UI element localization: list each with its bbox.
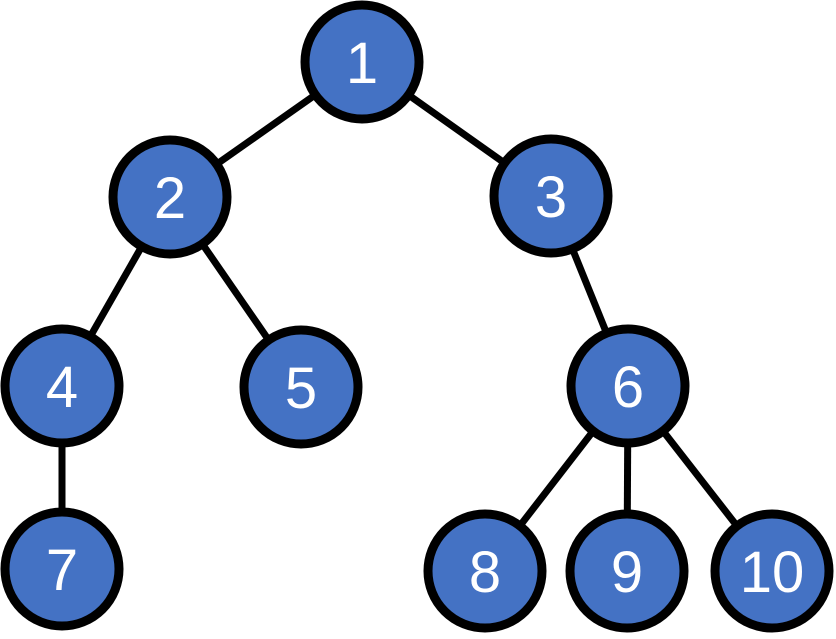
tree-node-4[interactable]: 4: [0, 324, 124, 448]
tree-node-circle-6[interactable]: [566, 324, 690, 448]
tree-node-8[interactable]: 8: [423, 509, 547, 633]
tree-node-1[interactable]: 1: [300, 0, 424, 124]
tree-node-circle-2[interactable]: [108, 135, 232, 259]
tree-node-9[interactable]: 9: [565, 509, 689, 633]
tree-node-6[interactable]: 6: [566, 324, 690, 448]
tree-node-circle-5[interactable]: [239, 325, 363, 449]
tree-node-circle-3[interactable]: [489, 134, 613, 258]
tree-node-circle-10[interactable]: [710, 509, 834, 633]
tree-node-5[interactable]: 5: [239, 325, 363, 449]
tree-node-circle-7[interactable]: [0, 507, 124, 631]
tree-node-7[interactable]: 7: [0, 507, 124, 631]
tree-node-3[interactable]: 3: [489, 134, 613, 258]
tree-node-circle-8[interactable]: [423, 509, 547, 633]
tree-node-circle-1[interactable]: [300, 0, 424, 124]
tree-node-2[interactable]: 2: [108, 135, 232, 259]
tree-node-circle-9[interactable]: [565, 509, 689, 633]
tree-node-10[interactable]: 10: [710, 509, 834, 633]
tree-node-circle-4[interactable]: [0, 324, 124, 448]
